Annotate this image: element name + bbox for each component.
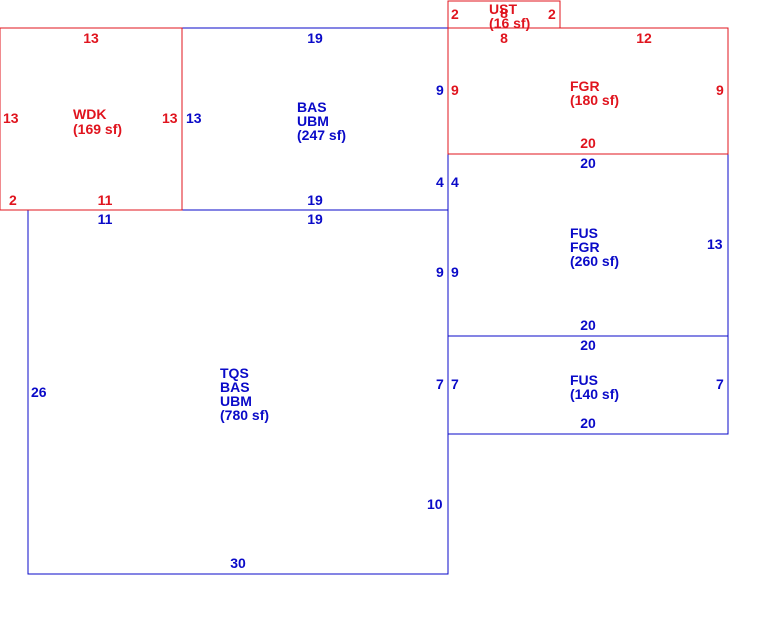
fus-fgr-area-value: (260 sf) bbox=[570, 253, 619, 269]
fgr-dim-top: 12 bbox=[636, 30, 652, 46]
bas-area: 19 13 9 4 19 BAS UBM (247 sf) bbox=[186, 30, 444, 208]
fgr-area: 12 9 9 20 FGR (180 sf) bbox=[451, 30, 724, 151]
bas-dim-bottom: 19 bbox=[307, 192, 323, 208]
wdk-dim-top: 13 bbox=[83, 30, 99, 46]
tqs-area: 11 19 26 9 7 10 30 TQS BAS UBM (780 sf) bbox=[31, 211, 444, 571]
fus-dim-top: 20 bbox=[580, 337, 596, 353]
fus-dim-bottom: 20 bbox=[580, 415, 596, 431]
bas-dim-left: 13 bbox=[186, 110, 202, 126]
fgr-dim-bottom: 20 bbox=[580, 135, 596, 151]
wdk-dim-bottom: 11 bbox=[98, 192, 113, 208]
fus-fgr-dim-bottom: 20 bbox=[580, 317, 596, 333]
wdk-dim-left: 13 bbox=[3, 110, 19, 126]
wdk-dim-right: 13 bbox=[162, 110, 178, 126]
ust-dim-bottom: 8 bbox=[500, 30, 508, 46]
tqs-dim-bottom: 30 bbox=[230, 555, 246, 571]
fus-fgr-line2: FGR bbox=[570, 239, 600, 255]
red-outlines bbox=[0, 0, 729, 211]
wdk-area-value: (169 sf) bbox=[73, 121, 122, 137]
fgr-dim-right: 9 bbox=[716, 82, 724, 98]
tqs-line2: BAS bbox=[220, 379, 250, 395]
tqs-dim-right-lower: 10 bbox=[427, 496, 443, 512]
fgr-dim-left: 9 bbox=[451, 82, 459, 98]
fus-dim-right: 7 bbox=[716, 376, 724, 392]
fgr-outline bbox=[447, 27, 729, 155]
ust-dim-left: 2 bbox=[451, 6, 459, 22]
ust-outline bbox=[447, 0, 561, 29]
fus-fgr-dim-right: 13 bbox=[707, 236, 723, 252]
ust-area: 2 2 8 8 UST (16 sf) bbox=[451, 1, 556, 46]
blue-outlines bbox=[27, 27, 729, 575]
ust-dim-top: 8 bbox=[500, 5, 508, 21]
ust-area-value: (16 sf) bbox=[489, 15, 530, 31]
bas-area-value: (247 sf) bbox=[297, 127, 346, 143]
fgr-code: FGR bbox=[570, 78, 600, 94]
tqs-dim-top: 19 bbox=[307, 211, 323, 227]
fus-area-value: (140 sf) bbox=[570, 386, 619, 402]
fus-fgr-dim-left-upper: 4 bbox=[451, 174, 459, 190]
tqs-dim-left: 26 bbox=[31, 384, 47, 400]
bas-line1: BAS bbox=[297, 99, 327, 115]
ust-dim-right: 2 bbox=[548, 6, 556, 22]
bas-line2: UBM bbox=[297, 113, 329, 129]
wdk-area: 13 13 13 2 11 WDK (169 sf) bbox=[3, 30, 178, 208]
tqs-dim-top-left: 11 bbox=[98, 211, 113, 227]
fus-fgr-area: 20 4 9 13 20 FUS FGR (260 sf) bbox=[451, 155, 723, 333]
tqs-line3: UBM bbox=[220, 393, 252, 409]
bas-dim-right: 9 bbox=[436, 82, 444, 98]
fus-fgr-dim-top: 20 bbox=[580, 155, 596, 171]
wdk-dim-bottom-left: 2 bbox=[9, 192, 17, 208]
fus-outline bbox=[447, 335, 729, 435]
fus-fgr-dim-left: 9 bbox=[451, 264, 459, 280]
bas-dim-right-lower: 4 bbox=[436, 174, 444, 190]
fus-dim-left: 7 bbox=[451, 376, 459, 392]
fus-area: 20 7 7 20 FUS (140 sf) bbox=[451, 337, 724, 431]
tqs-area-value: (780 sf) bbox=[220, 407, 269, 423]
tqs-dim-right-upper: 9 bbox=[436, 264, 444, 280]
bas-dim-top: 19 bbox=[307, 30, 323, 46]
fus-code: FUS bbox=[570, 372, 598, 388]
fgr-area-value: (180 sf) bbox=[570, 92, 619, 108]
ust-code: UST bbox=[489, 1, 517, 17]
fus-fgr-line1: FUS bbox=[570, 225, 598, 241]
wdk-outline bbox=[0, 27, 183, 211]
wdk-code: WDK bbox=[73, 106, 106, 122]
tqs-line1: TQS bbox=[220, 365, 249, 381]
tqs-dim-right-mid: 7 bbox=[436, 376, 444, 392]
